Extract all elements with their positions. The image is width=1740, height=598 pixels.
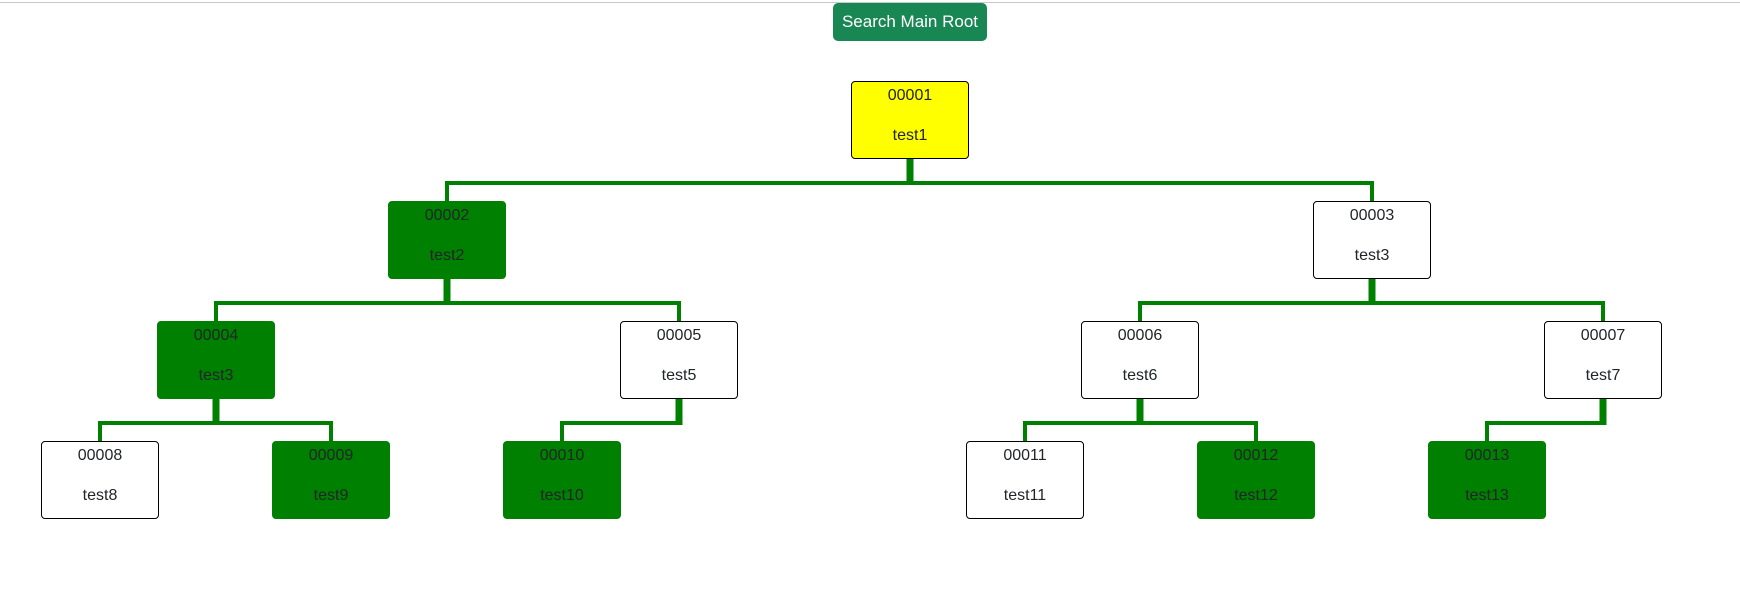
tree-node[interactable]: 00004 test3: [157, 321, 275, 399]
node-name-label: test2: [429, 247, 465, 264]
tree-node[interactable]: 00006 test6: [1081, 321, 1199, 399]
node-name-label: test10: [540, 487, 584, 504]
node-id-label: 00001: [887, 87, 933, 104]
node-name-label: test12: [1234, 487, 1278, 504]
node-name-label: test11: [1003, 487, 1047, 504]
node-id-label: 00009: [308, 447, 354, 464]
node-id-label: 00007: [1580, 327, 1626, 344]
node-id-label: 00002: [424, 207, 470, 224]
node-name-label: test1: [892, 127, 928, 144]
tree-node[interactable]: 00001 test1: [851, 81, 969, 159]
top-divider: [0, 2, 1740, 3]
node-name-label: test7: [1585, 367, 1621, 384]
search-main-root-button[interactable]: Search Main Root: [833, 3, 987, 41]
node-id-label: 00013: [1464, 447, 1510, 464]
tree-node[interactable]: 00012 test12: [1197, 441, 1315, 519]
node-id-label: 00012: [1233, 447, 1279, 464]
tree-node[interactable]: 00005 test5: [620, 321, 738, 399]
tree-node[interactable]: 00010 test10: [503, 441, 621, 519]
tree-node[interactable]: 00002 test2: [388, 201, 506, 279]
tree-node[interactable]: 00007 test7: [1544, 321, 1662, 399]
node-name-label: test8: [82, 487, 118, 504]
node-id-label: 00011: [1003, 447, 1047, 464]
tree-node[interactable]: 00008 test8: [41, 441, 159, 519]
tree-node[interactable]: 00003 test3: [1313, 201, 1431, 279]
node-name-label: test6: [1122, 367, 1158, 384]
tree-node[interactable]: 00013 test13: [1428, 441, 1546, 519]
node-id-label: 00003: [1349, 207, 1395, 224]
node-id-label: 00005: [656, 327, 702, 344]
node-name-label: test3: [1354, 247, 1390, 264]
node-name-label: test13: [1465, 487, 1509, 504]
node-id-label: 00004: [193, 327, 239, 344]
node-id-label: 00006: [1117, 327, 1163, 344]
tree-node[interactable]: 00011 test11: [966, 441, 1084, 519]
tree-node[interactable]: 00009 test9: [272, 441, 390, 519]
node-name-label: test3: [198, 367, 234, 384]
node-name-label: test5: [661, 367, 697, 384]
node-name-label: test9: [313, 487, 349, 504]
node-id-label: 00008: [77, 447, 123, 464]
node-id-label: 00010: [539, 447, 585, 464]
